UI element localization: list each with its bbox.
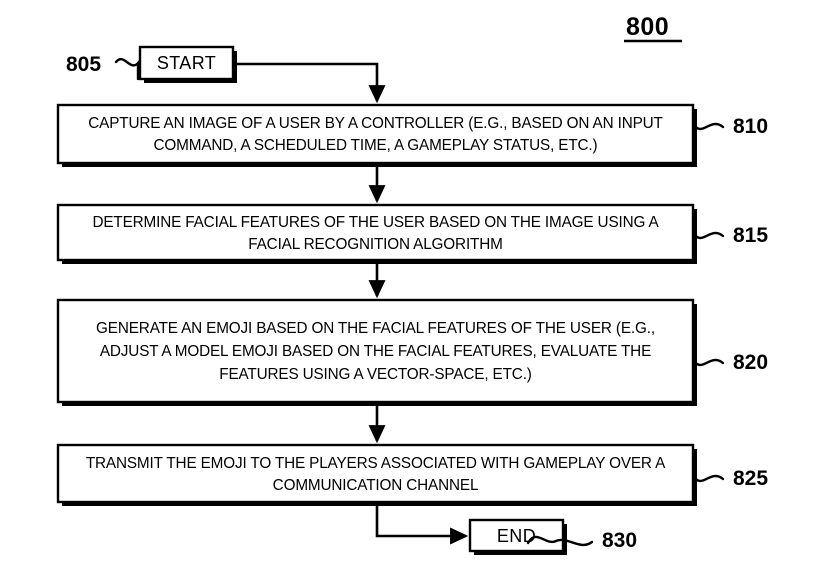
leader-line-805	[114, 58, 140, 81]
leader-line-810	[693, 110, 725, 131]
ref-leader-805: 805	[66, 53, 140, 81]
capture-text-line1: CAPTURE AN IMAGE OF A USER BY A CONTROLL…	[88, 115, 663, 132]
transmit-text-line1: TRANSMIT THE EMOJI TO THE PLAYERS ASSOCI…	[86, 455, 666, 472]
generate-text-line3: FEATURES USING A VECTOR-SPACE, ETC.)	[219, 366, 532, 383]
node-start[interactable]: START	[138, 45, 237, 83]
end-box	[468, 518, 565, 553]
leader-line-830	[526, 535, 594, 547]
end-label: END	[497, 526, 536, 546]
generate-box	[56, 298, 695, 404]
determine-text-line1: DETERMINE FACIAL FEATURES OF THE USER BA…	[92, 214, 659, 231]
leader-line-820	[693, 346, 725, 367]
determine-box	[56, 203, 695, 262]
ref-number-830: 830	[602, 529, 637, 552]
ref-number-805: 805	[66, 53, 101, 76]
node-determine[interactable]: DETERMINE FACIAL FEATURES OF THE USER BA…	[56, 203, 697, 264]
leader-line-815	[693, 219, 725, 240]
ref-leader-815: 815	[693, 219, 768, 247]
ref-number-825: 825	[733, 467, 768, 490]
node-transmit[interactable]: TRANSMIT THE EMOJI TO THE PLAYERS ASSOCI…	[56, 443, 697, 506]
figure-number-group: 800	[624, 13, 682, 43]
determine-text-line2: FACIAL RECOGNITION ALGORITHM	[248, 236, 502, 253]
ref-leader-810: 810	[693, 110, 768, 138]
connector-start-to-capture	[233, 62, 386, 104]
start-box	[138, 45, 235, 81]
node-generate[interactable]: GENERATE AN EMOJI BASED ON THE FACIAL FE…	[56, 298, 697, 406]
transmit-text-line2: COMMUNICATION CHANNEL	[273, 477, 479, 494]
leader-line-825	[693, 462, 725, 483]
node-capture[interactable]: CAPTURE AN IMAGE OF A USER BY A CONTROLL…	[56, 103, 697, 167]
capture-text-line2: COMMAND, A SCHEDULED TIME, A GAMEPLAY ST…	[154, 137, 598, 154]
transmit-box	[56, 443, 695, 504]
generate-text-line2: ADJUST A MODEL EMOJI BASED ON THE FACIAL…	[100, 343, 651, 360]
ref-number-815: 815	[733, 224, 768, 247]
ref-leader-830: 830	[526, 529, 637, 552]
start-label: START	[157, 53, 216, 73]
figure-number: 800	[626, 13, 669, 41]
ref-number-820: 820	[733, 351, 768, 374]
connector-transmit-to-end	[375, 502, 469, 545]
generate-text-line1: GENERATE AN EMOJI BASED ON THE FACIAL FE…	[96, 320, 655, 337]
ref-leader-820: 820	[693, 346, 768, 374]
ref-number-810: 810	[733, 115, 768, 138]
node-end[interactable]: END	[468, 518, 567, 555]
capture-box	[56, 103, 695, 165]
ref-leader-825: 825	[693, 462, 768, 490]
